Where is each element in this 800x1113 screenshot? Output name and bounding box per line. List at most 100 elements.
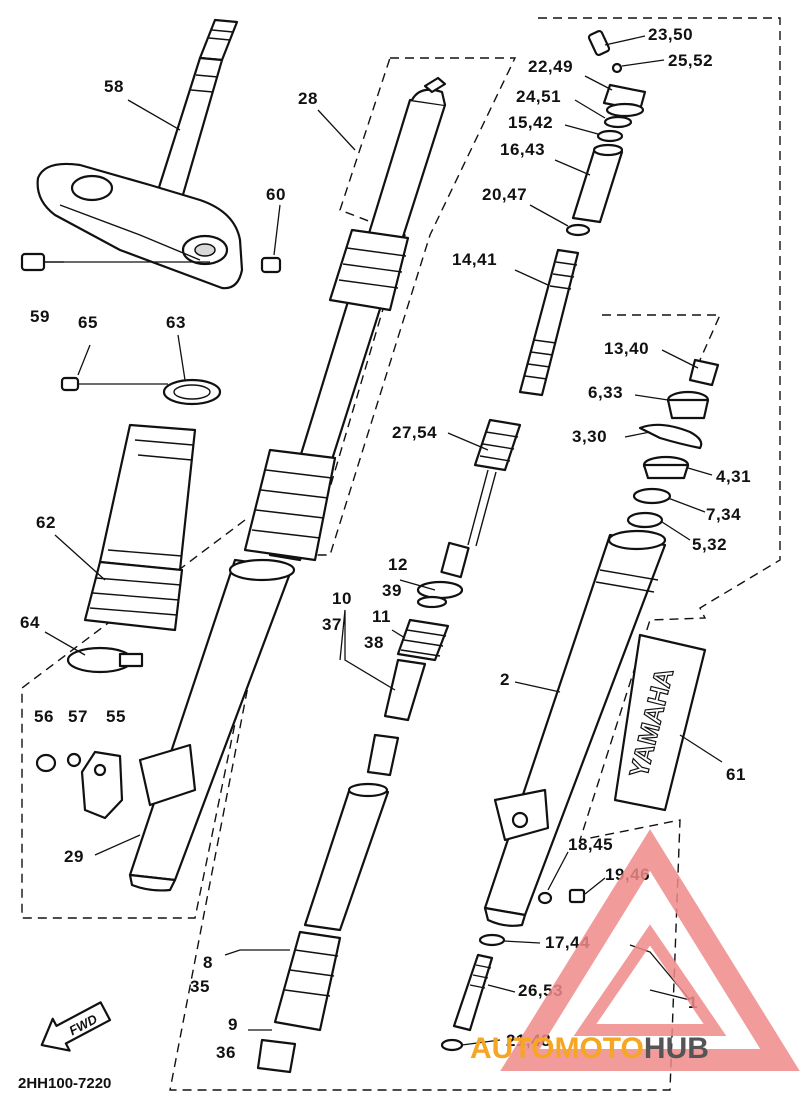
leader-24 [574, 99, 606, 119]
fork-boot [83, 423, 197, 632]
label-3-30: 3,30 [572, 427, 607, 446]
label-27-54: 27,54 [392, 423, 437, 442]
leader-12 [399, 579, 436, 591]
label-9: 9 [228, 1015, 238, 1034]
o-ring-24 [603, 115, 633, 129]
inner-tube-left [268, 76, 447, 562]
group-boundary-outer [169, 17, 781, 1091]
under-bracket [36, 162, 244, 290]
label-2: 2 [500, 670, 510, 689]
leader-28 [317, 109, 356, 151]
label-8: 8 [203, 953, 213, 972]
label-59: 59 [30, 307, 50, 326]
washer-15 [596, 129, 624, 143]
leader-61 [679, 734, 723, 763]
leader-18 [547, 851, 569, 891]
leader-14 [514, 269, 549, 286]
outer-tube-left [128, 558, 296, 892]
outer-tube-right [483, 529, 667, 927]
damper-rod [440, 418, 522, 579]
label-18-45: 18,45 [568, 835, 613, 854]
label-25-52: 25,52 [668, 51, 713, 70]
clamp-bolt [20, 252, 210, 272]
leader-2 [514, 681, 561, 693]
label-24-51: 24,51 [516, 87, 561, 106]
fwd-arrow-icon: FWD [40, 1001, 112, 1052]
leader-60 [273, 204, 281, 256]
gasket-21 [440, 1038, 464, 1052]
damper-spring-mid [383, 618, 450, 722]
label-13-40: 13,40 [604, 339, 649, 358]
leader-5 [661, 521, 691, 541]
label-39: 39 [382, 581, 402, 600]
label-29: 29 [64, 847, 84, 866]
label-7-34: 7,34 [706, 505, 741, 524]
bushing-5 [626, 511, 664, 529]
label-36: 36 [216, 1043, 236, 1062]
label-6-33: 6,33 [588, 383, 623, 402]
label-35: 35 [190, 977, 210, 996]
label-14-41: 14,41 [452, 250, 497, 269]
leader-62 [54, 534, 106, 581]
leader-29 [94, 834, 141, 856]
group-boundary-lower [21, 519, 249, 919]
leader-11 [391, 629, 406, 639]
leader-27 [447, 432, 489, 451]
fork-spring [518, 248, 580, 397]
fork-boot-left [243, 228, 410, 562]
bolt-19 [568, 888, 586, 904]
watermark-text-gray: HUB [644, 1032, 709, 1065]
group-boundary-inner [602, 314, 722, 361]
leader-8 [224, 949, 290, 956]
label-60: 60 [266, 185, 286, 204]
leader-63 [177, 334, 186, 381]
label-64: 64 [20, 613, 40, 632]
leader-25 [621, 59, 665, 67]
label-23-50: 23,50 [648, 25, 693, 44]
decal-61 [613, 633, 707, 812]
cap-13 [688, 358, 720, 387]
label-55: 55 [106, 707, 126, 726]
oil-seal [256, 1038, 297, 1074]
label-28: 28 [298, 89, 318, 108]
seal-6 [666, 390, 710, 420]
spacer-16 [571, 143, 624, 224]
label-16-43: 16,43 [500, 140, 545, 159]
label-10: 10 [332, 589, 352, 608]
clamp-screw [60, 376, 168, 392]
label-15-42: 15,42 [508, 113, 553, 132]
label-62: 62 [36, 513, 56, 532]
leader-17 [503, 940, 541, 944]
label-38: 38 [364, 633, 384, 652]
label-65: 65 [78, 313, 98, 332]
watermark-text: AUTOMOTOHUB [470, 1032, 709, 1065]
leader-4 [687, 467, 713, 476]
leader-19 [584, 877, 606, 895]
label-4-31: 4,31 [716, 467, 751, 486]
leader-64 [44, 631, 86, 656]
label-57: 57 [68, 707, 88, 726]
label-22-49: 22,49 [528, 57, 573, 76]
cap-56 [35, 753, 57, 773]
leader-16 [554, 159, 591, 176]
stem-nut [260, 256, 282, 274]
watermark-logo [500, 829, 800, 1071]
circlip-3 [638, 423, 703, 450]
label-20-47: 20,47 [482, 185, 527, 204]
leader-10 [339, 609, 396, 691]
air-valve [587, 29, 623, 74]
label-12: 12 [388, 555, 408, 574]
washer-57 [66, 752, 82, 768]
cap-bolt [602, 83, 647, 118]
label-11: 11 [372, 607, 391, 626]
leader-22 [584, 75, 613, 91]
watermark-text-orange: AUTOMOTO [470, 1032, 644, 1065]
leader-3 [624, 431, 651, 438]
oil-seal-4 [642, 455, 690, 480]
watermark-triangle-icon [500, 829, 800, 1071]
leader-58 [127, 99, 181, 131]
leader-23 [604, 35, 646, 46]
leader-13 [661, 349, 699, 369]
